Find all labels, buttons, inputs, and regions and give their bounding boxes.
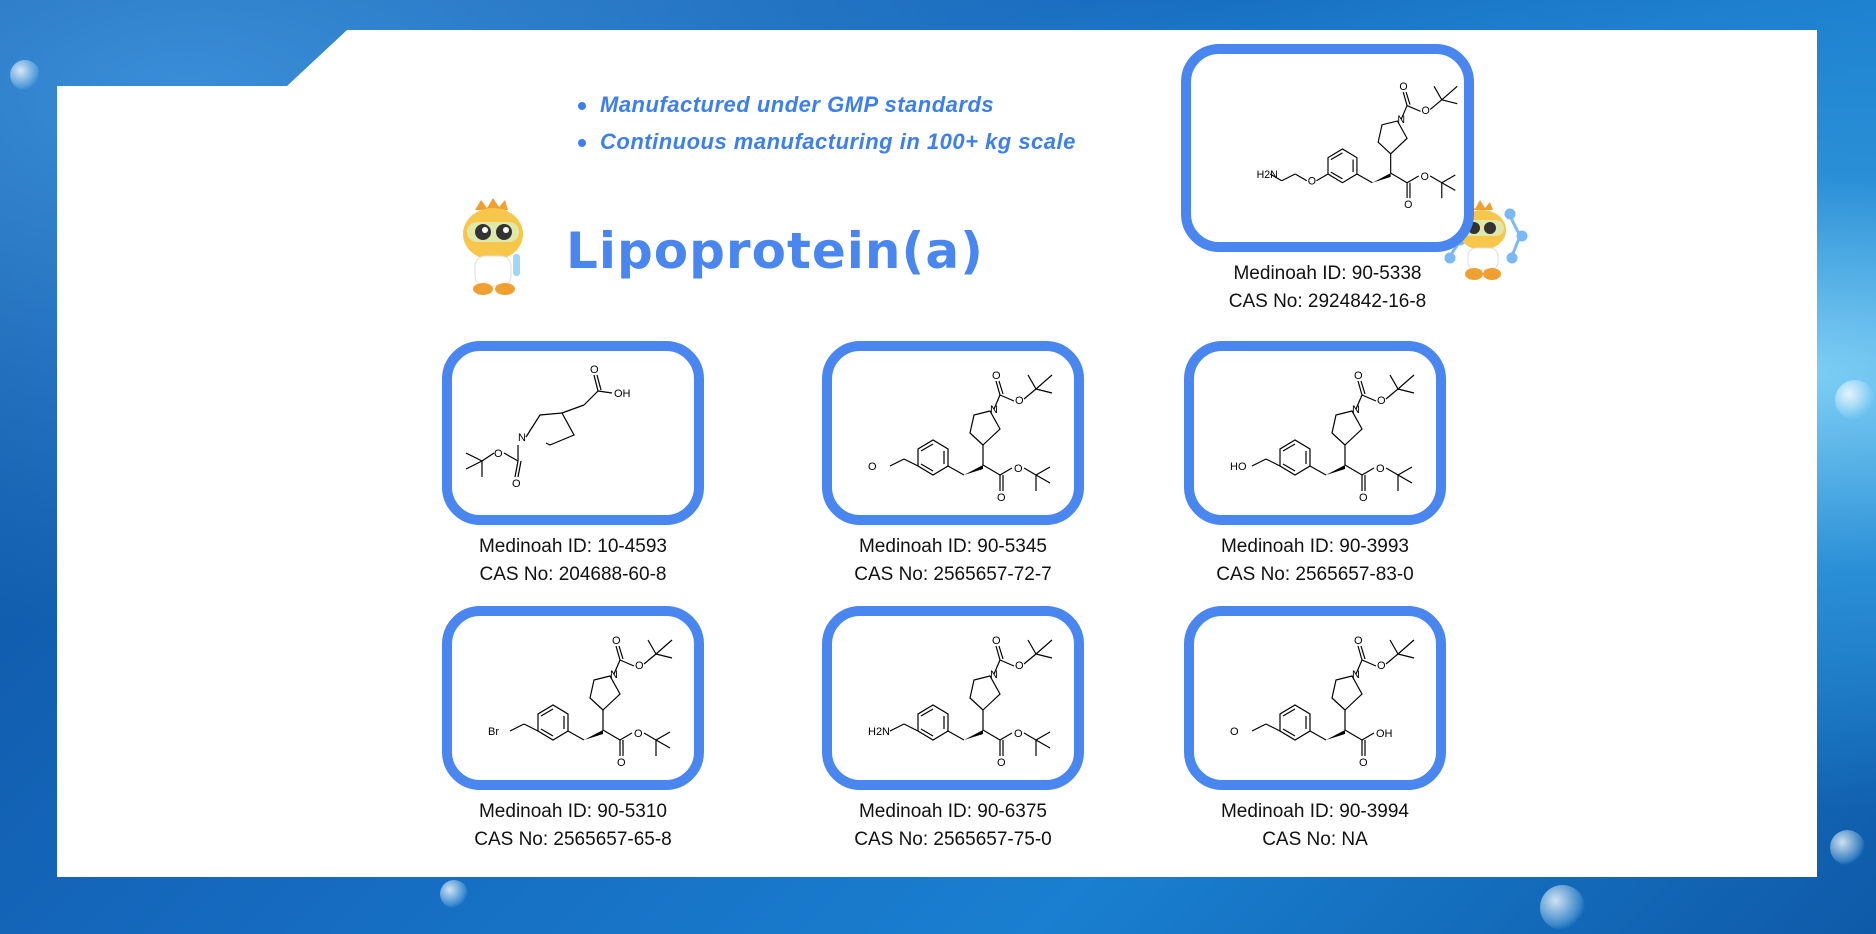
medinoah-id: Medinoah ID: 90-6375 <box>858 801 1047 822</box>
chemical-structure-icon: O OH O N O O <box>1230 635 1415 769</box>
atom-label: HO <box>1230 461 1247 473</box>
chemical-structure-icon: Br O O N O O <box>488 635 673 769</box>
atom-label: O <box>1015 660 1024 672</box>
atom-label: O <box>612 635 621 647</box>
atom-label: O <box>1404 199 1412 211</box>
structure-box: Br O O N O O <box>442 606 704 790</box>
atom-label: O <box>1014 463 1023 475</box>
atom-label: O <box>868 461 877 473</box>
atom-label: O <box>590 364 599 376</box>
bubble-decoration <box>1540 885 1585 930</box>
atom-label: Br <box>488 726 499 738</box>
atom-label: O <box>1421 105 1429 117</box>
atom-label: O <box>1377 660 1386 672</box>
page-title: Lipoprotein(a) <box>566 222 984 280</box>
atom-label: N <box>1352 669 1360 681</box>
atom-label: O <box>1014 728 1023 740</box>
atom-label: OH <box>1376 728 1393 740</box>
atom-label: O <box>992 370 1001 382</box>
atom-label: N <box>1352 404 1360 416</box>
atom-label: N <box>1397 114 1405 126</box>
atom-label: O <box>635 660 644 672</box>
atom-label: O <box>1354 635 1363 647</box>
chemical-structure-icon: H2N O O O N O O <box>1256 81 1458 211</box>
bubble-decoration <box>10 60 40 90</box>
bullet-gmp: Manufactured under GMP standards <box>578 92 994 118</box>
atom-label: O <box>997 492 1006 504</box>
cas-number: CAS No: 2565657-83-0 <box>1216 564 1414 585</box>
atom-label: O <box>617 757 626 769</box>
bullet-text: Continuous manufacturing in 100+ kg scal… <box>600 129 1076 154</box>
chemical-structure-icon: N O OH O O <box>465 364 631 490</box>
atom-label: O <box>1359 757 1368 769</box>
atom-label: N <box>610 669 618 681</box>
compound-card-90-5338[interactable]: H2N O O O N O O Medinoah ID: 90-5338 CAS… <box>1181 44 1474 316</box>
atom-label: O <box>992 635 1001 647</box>
atom-label: O <box>1307 176 1315 188</box>
dinosaur-mascot-icon <box>1444 200 1528 280</box>
atom-label: O <box>1015 395 1024 407</box>
structure-box: O O O N O O <box>822 341 1084 525</box>
atom-label: H2N <box>1256 169 1277 181</box>
cas-number: CAS No: 2565657-65-8 <box>474 829 672 850</box>
medinoah-id: Medinoah ID: 90-5338 <box>1233 263 1422 284</box>
structure-box: N O OH O O <box>442 341 704 525</box>
structure-box: O OH O N O O <box>1184 606 1446 790</box>
atom-label: O <box>1376 463 1385 475</box>
atom-label: O <box>1420 171 1428 183</box>
chemical-structure-icon: O O O N O O <box>868 370 1053 504</box>
atom-label: O <box>1377 395 1386 407</box>
cas-number: CAS No: 2565657-75-0 <box>854 829 1052 850</box>
medinoah-id: Medinoah ID: 90-3993 <box>1220 536 1409 557</box>
atom-label: O <box>512 478 521 490</box>
compound-label: Medinoah ID: 90-5338 CAS No: 2924842-16-… <box>1181 260 1474 316</box>
atom-label: H2N <box>868 726 890 738</box>
medinoah-id: Medinoah ID: 90-3994 <box>1220 801 1409 822</box>
atom-label: OH <box>614 388 631 400</box>
cas-number: CAS No: 2924842-16-8 <box>1228 291 1427 312</box>
structure-box: H2N O O O N O O <box>1181 44 1474 252</box>
atom-label: N <box>990 669 998 681</box>
medinoah-id: Medinoah ID: 10-4593 <box>478 536 667 557</box>
cas-number: CAS No: 204688-60-8 <box>479 564 667 585</box>
structure-box: HO O O N O O <box>1184 341 1446 525</box>
bullet-text: Manufactured under GMP standards <box>600 92 995 117</box>
compound-label: Medinoah ID: 10-4593 CAS No: 204688-60-8 <box>442 533 704 589</box>
cas-number: CAS No: 2565657-72-7 <box>854 564 1052 585</box>
bubble-decoration <box>1835 380 1875 420</box>
atom-label: N <box>990 404 998 416</box>
atom-label: O <box>997 757 1006 769</box>
medinoah-id: Medinoah ID: 90-5310 <box>478 801 667 822</box>
bubble-decoration <box>1830 830 1865 865</box>
chemical-structure-icon: HO O O N O O <box>1230 370 1415 504</box>
atom-label: N <box>518 432 526 444</box>
atom-label: O <box>634 728 643 740</box>
bubble-decoration <box>440 880 468 908</box>
atom-label: O <box>1230 726 1239 738</box>
cas-number: CAS No: NA <box>1262 829 1368 850</box>
atom-label: O <box>1359 492 1368 504</box>
atom-label: O <box>1354 370 1363 382</box>
compound-card-10-4593[interactable]: N O OH O O Medinoah ID: 10-4593 CAS No: … <box>442 341 704 589</box>
atom-label: O <box>1399 81 1407 93</box>
atom-label: O <box>494 448 503 460</box>
medinoah-id: Medinoah ID: 90-5345 <box>858 536 1047 557</box>
bullet-scale: Continuous manufacturing in 100+ kg scal… <box>578 129 1076 155</box>
chemical-structure-icon: H2N O O N O O <box>868 635 1053 769</box>
dinosaur-mascot-icon <box>463 198 523 295</box>
structure-box: H2N O O N O O <box>822 606 1084 790</box>
